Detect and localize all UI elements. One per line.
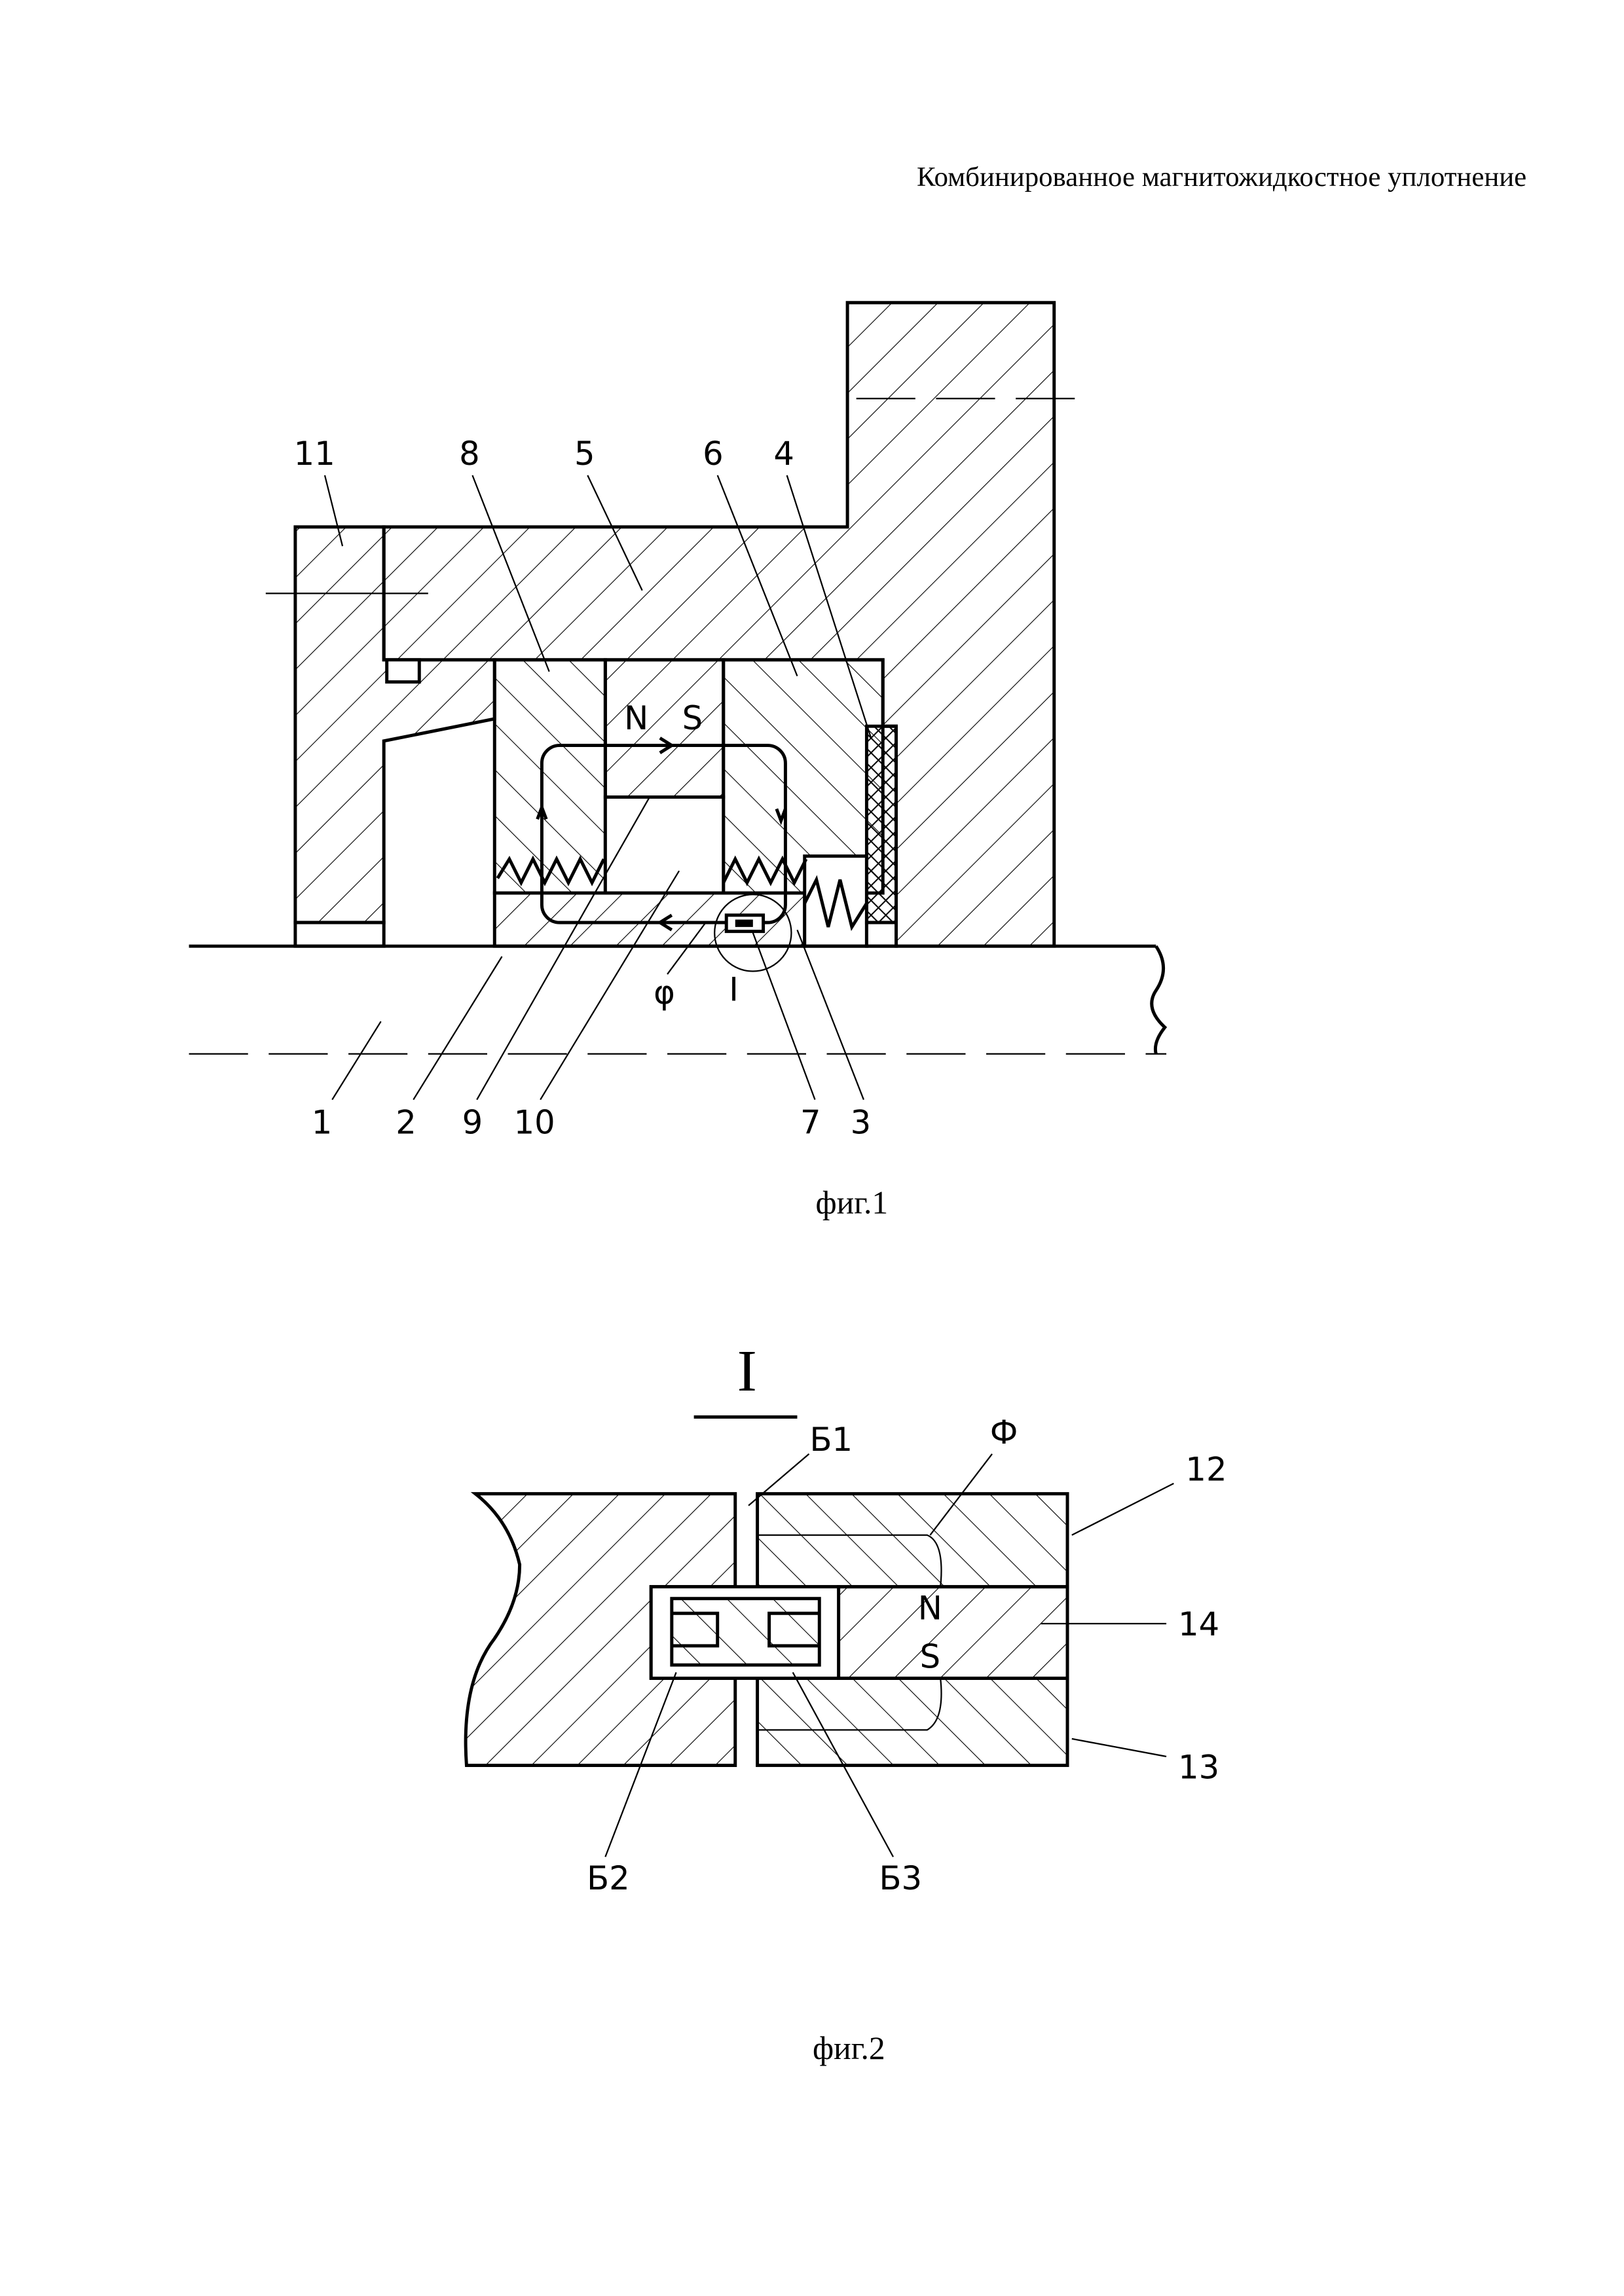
label-b3: Б3 bbox=[879, 1859, 922, 1897]
shaft-break-line bbox=[1150, 945, 1168, 1055]
left-part bbox=[464, 1492, 737, 1767]
flux-path-fig2 bbox=[757, 1534, 942, 1731]
magnet-14 bbox=[837, 1585, 1069, 1680]
magnet-9 bbox=[603, 658, 726, 799]
pole-s-fig2: S bbox=[920, 1638, 940, 1676]
teeth-6 bbox=[722, 855, 808, 886]
label-7: 7 bbox=[800, 1104, 821, 1142]
flux-arrows bbox=[536, 737, 787, 932]
pole-n: N bbox=[624, 699, 648, 737]
label-b2: Б2 bbox=[587, 1859, 630, 1897]
ring-4-foot bbox=[864, 920, 898, 948]
flux-label: φ bbox=[654, 974, 675, 1011]
document-title: Комбинированное магнитожидкостное уплотн… bbox=[917, 162, 1526, 192]
sensor-contacts bbox=[671, 1611, 820, 1648]
label-11: 11 bbox=[294, 435, 335, 473]
figure-2: I N S Б1 Ф 12 14 13 Б2 Б3 фиг.2 bbox=[464, 1338, 1227, 2066]
label-4: 4 bbox=[773, 435, 794, 473]
label-2: 2 bbox=[396, 1104, 416, 1142]
pole-piece-6 bbox=[722, 658, 885, 895]
pole-s: S bbox=[682, 699, 703, 737]
figure-1: 11 8 5 6 4 1 2 9 10 7 3 φ I N S фиг.1 bbox=[189, 301, 1168, 1220]
detail-circle-I bbox=[714, 894, 792, 972]
label-14: 14 bbox=[1178, 1605, 1219, 1643]
label-12: 12 bbox=[1185, 1450, 1227, 1488]
detail-title: I bbox=[737, 1338, 757, 1404]
teeth-8 bbox=[496, 855, 606, 886]
cover-notch bbox=[385, 658, 421, 684]
label-8: 8 bbox=[459, 435, 480, 473]
magnetic-flux-loop bbox=[540, 744, 787, 924]
spring-3 bbox=[803, 875, 868, 932]
sensor-element bbox=[670, 1597, 821, 1667]
sensor-7-core bbox=[735, 919, 753, 927]
leader-lines-top bbox=[323, 475, 872, 738]
label-13: 13 bbox=[1178, 1749, 1219, 1787]
flux-leader bbox=[667, 922, 707, 975]
cavity-10 bbox=[603, 795, 726, 895]
label-5: 5 bbox=[574, 435, 595, 473]
detail-label: I bbox=[729, 971, 739, 1009]
cover-foot bbox=[293, 920, 386, 948]
label-phi: Ф bbox=[990, 1413, 1018, 1451]
label-1: 1 bbox=[312, 1104, 333, 1142]
label-b1: Б1 bbox=[810, 1421, 853, 1459]
pole-n-fig2: N bbox=[918, 1589, 942, 1627]
part-12 bbox=[756, 1492, 1069, 1589]
leader-lines-bottom bbox=[331, 796, 864, 1101]
figure-1-caption: фиг.1 bbox=[816, 1184, 889, 1220]
ring-4 bbox=[864, 724, 898, 924]
label-3: 3 bbox=[851, 1104, 872, 1142]
label-9: 9 bbox=[462, 1104, 483, 1142]
figure-2-caption: фиг.2 bbox=[813, 2030, 885, 2066]
pole-piece-8 bbox=[492, 658, 607, 895]
part-13 bbox=[756, 1676, 1069, 1767]
label-10: 10 bbox=[514, 1104, 555, 1142]
label-6: 6 bbox=[703, 435, 724, 473]
leader-lines-fig2 bbox=[604, 1453, 1174, 1857]
